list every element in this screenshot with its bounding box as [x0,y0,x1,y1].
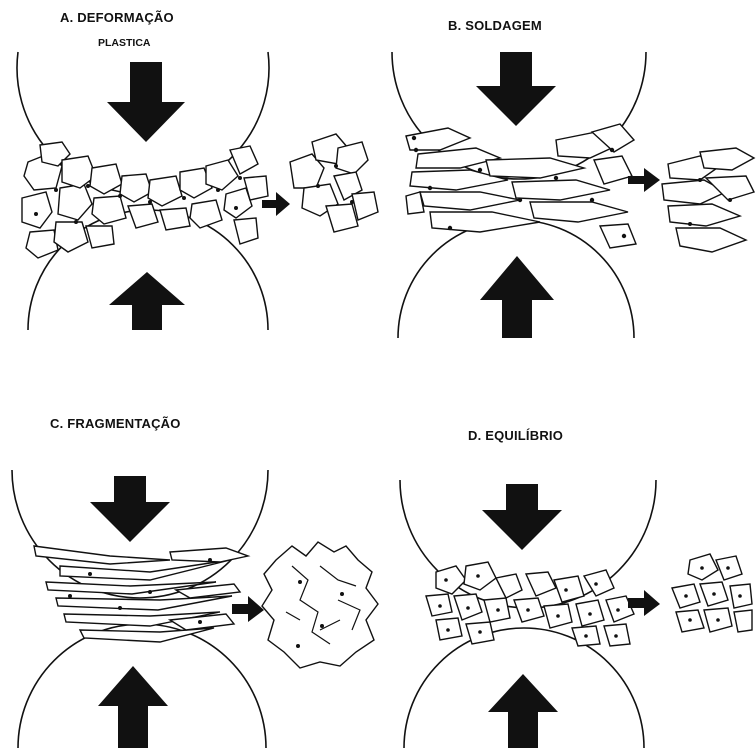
panel-a-subtitle: PLASTICA [98,37,151,49]
right-arrow-icon [628,168,660,192]
panel-a: A. DEFORMAÇÃO PLASTICA [17,10,378,330]
right-arrow-icon [232,596,264,622]
result-particles [262,542,378,668]
panel-b: B. SOLDAGEM [392,18,754,338]
panel-d-title: D. EQUILÍBRIO [468,428,563,443]
result-particles [662,148,754,252]
panel-a-title: A. DEFORMAÇÃO [60,10,174,25]
result-particles [672,554,752,632]
panel-c-title: C. FRAGMENTAÇÃO [50,416,181,431]
panel-d: D. EQUILÍBRIO [400,428,752,748]
panel-c: C. FRAGMENTAÇÃO [12,416,378,748]
panel-b-title: B. SOLDAGEM [448,18,542,33]
result-particles [290,134,378,232]
fragmented-aggregate [262,542,378,668]
